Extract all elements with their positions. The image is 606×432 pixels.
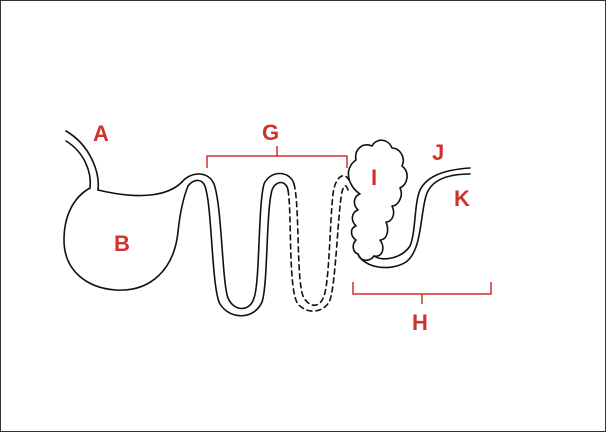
intestine-g-outer-wall — [181, 172, 295, 310]
bracket-h — [352, 282, 492, 304]
intestine-g-dashed-outer — [293, 175, 351, 307]
gland-i-outline — [347, 139, 408, 262]
intestine-g-dashed-inner — [287, 184, 349, 312]
label-g: G — [262, 120, 279, 145]
label-a: A — [93, 121, 109, 146]
label-h: H — [412, 310, 428, 335]
label-j: J — [432, 140, 444, 165]
intestine-h-lower-wall — [357, 173, 471, 269]
label-k: K — [454, 186, 470, 211]
bracket-g — [206, 146, 348, 168]
duct-a-lower-wall — [65, 140, 92, 189]
intestine-g-inner-wall — [187, 179, 289, 317]
duct-a-upper-wall — [65, 130, 100, 191]
label-b: B — [114, 231, 130, 256]
label-i: I — [371, 165, 377, 190]
stomach-b-outline — [63, 185, 189, 291]
intestine-h-upper-wall — [373, 167, 471, 260]
stomach-b-top — [97, 181, 183, 197]
